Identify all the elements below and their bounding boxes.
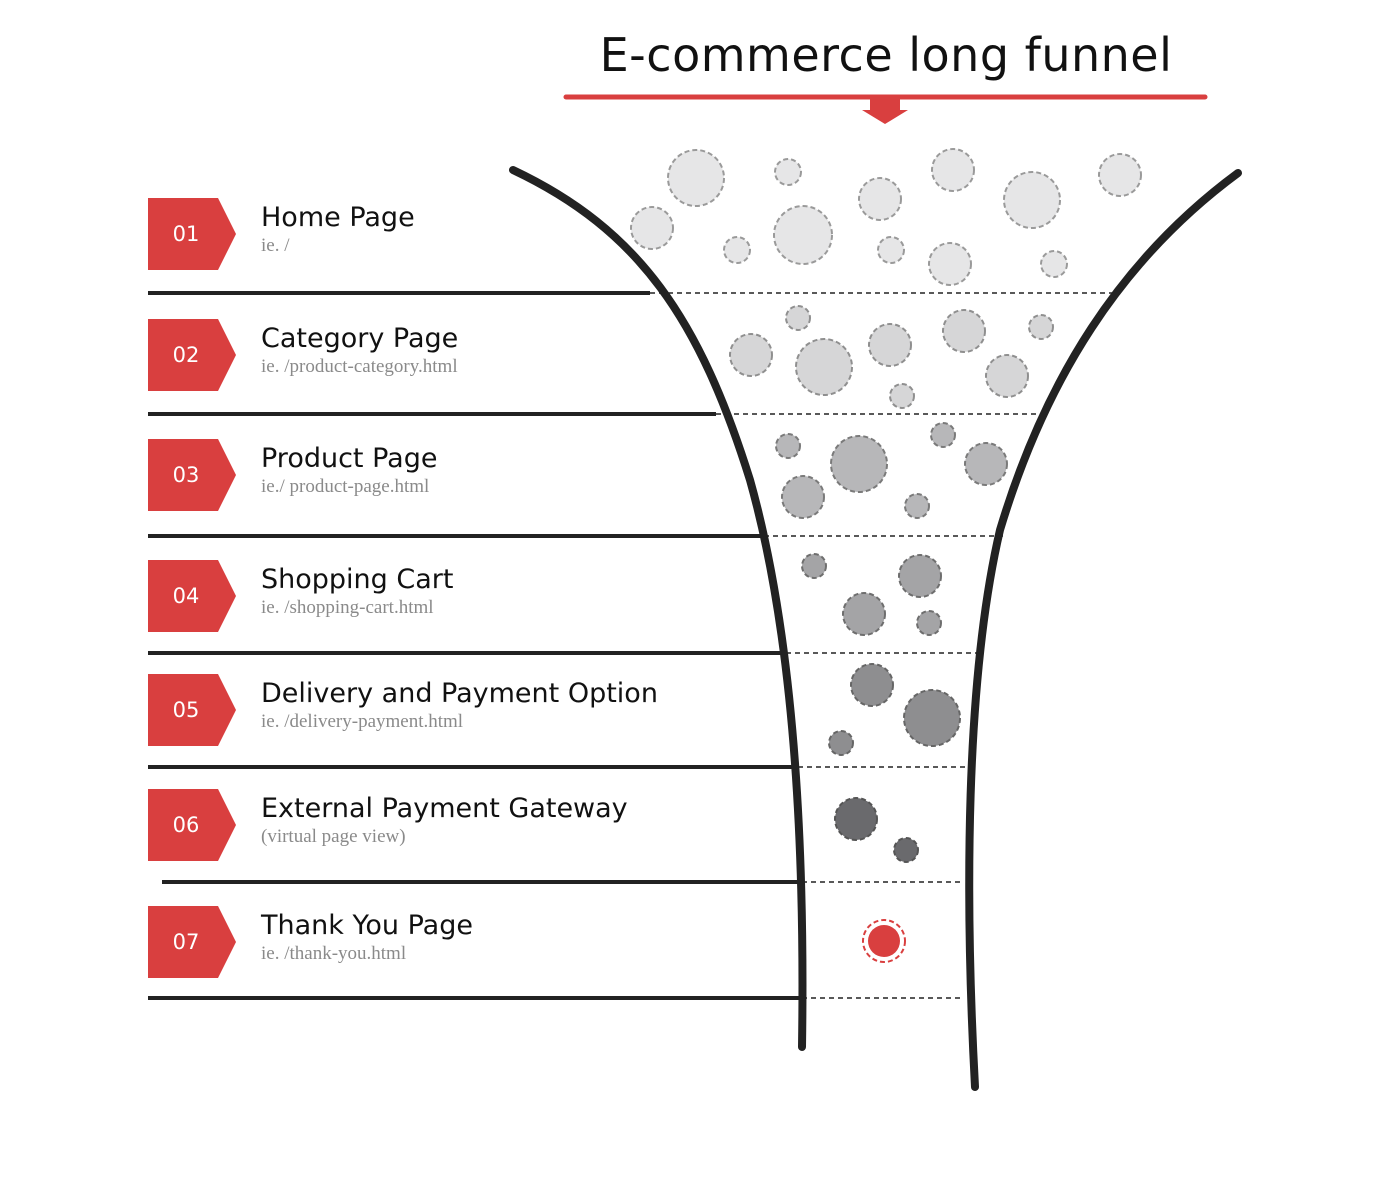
step-category-page: Category Page ie. /product-category.html bbox=[261, 323, 458, 379]
stage-2-bubbles bbox=[729, 305, 1054, 409]
step-number: 06 bbox=[172, 813, 200, 837]
step-url: ie./ product-page.html bbox=[261, 476, 430, 497]
step-product-page: Product Page ie./ product-page.html bbox=[261, 443, 437, 499]
funnel-left-wall bbox=[509, 166, 807, 1051]
step-external-payment-gateway: External Payment Gateway (virtual page v… bbox=[261, 793, 628, 849]
step-name: Thank You Page bbox=[261, 910, 473, 941]
step-home-page: Home Page ie. / bbox=[261, 202, 415, 258]
step-url: ie. /shopping-cart.html bbox=[261, 597, 434, 618]
step-number: 05 bbox=[172, 698, 200, 722]
step-badge-02: 02 bbox=[148, 319, 238, 391]
chevron-badge-icon bbox=[148, 560, 236, 632]
step-badge-03: 03 bbox=[148, 439, 238, 511]
step-url: ie. /product-category.html bbox=[261, 356, 458, 377]
stage-1-bubbles bbox=[630, 148, 1142, 286]
chevron-badge-icon bbox=[148, 906, 236, 978]
chevron-badge-icon bbox=[148, 439, 236, 511]
step-url: ie. /delivery-payment.html bbox=[261, 711, 464, 732]
step-badge-04: 04 bbox=[148, 560, 238, 632]
step-delivery-payment: Delivery and Payment Option ie. /deliver… bbox=[261, 678, 658, 734]
stage-7-bubbles bbox=[862, 919, 906, 963]
step-number: 03 bbox=[172, 463, 200, 487]
step-name: Category Page bbox=[261, 323, 459, 354]
chevron-badge-icon bbox=[148, 319, 236, 391]
step-badge-07: 07 bbox=[148, 906, 238, 978]
chevron-badge-icon bbox=[148, 674, 236, 746]
step-name: Delivery and Payment Option bbox=[261, 678, 658, 709]
step-badge-06: 06 bbox=[148, 789, 238, 861]
stage-4-bubbles bbox=[801, 553, 942, 636]
chevron-badge-icon bbox=[148, 789, 236, 861]
step-name: Home Page bbox=[261, 202, 415, 233]
step-url: ie. / bbox=[261, 235, 290, 256]
step-number: 01 bbox=[172, 222, 200, 246]
stage-6-bubbles bbox=[834, 797, 919, 863]
step-number: 02 bbox=[172, 343, 200, 367]
step-url: (virtual page view) bbox=[261, 826, 406, 847]
step-number: 04 bbox=[172, 584, 200, 608]
step-shopping-cart: Shopping Cart ie. /shopping-cart.html bbox=[261, 564, 453, 620]
step-badge-01: 01 bbox=[148, 198, 238, 270]
step-badge-05: 05 bbox=[148, 674, 238, 746]
step-thank-you-page: Thank You Page ie. /thank-you.html bbox=[261, 910, 473, 966]
stage-5-bubbles bbox=[828, 663, 961, 756]
step-url: ie. /thank-you.html bbox=[261, 943, 407, 964]
step-number: 07 bbox=[172, 930, 200, 954]
page-title: E-commerce long funnel bbox=[599, 28, 1173, 82]
down-arrow-icon bbox=[862, 99, 908, 124]
stage-separators bbox=[148, 291, 1112, 1000]
step-name: Product Page bbox=[261, 443, 438, 474]
step-name: External Payment Gateway bbox=[261, 793, 628, 824]
stage-3-bubbles bbox=[775, 422, 1008, 519]
chevron-badge-icon bbox=[148, 198, 236, 270]
step-name: Shopping Cart bbox=[261, 564, 454, 595]
funnel-right-wall bbox=[965, 169, 1242, 1091]
